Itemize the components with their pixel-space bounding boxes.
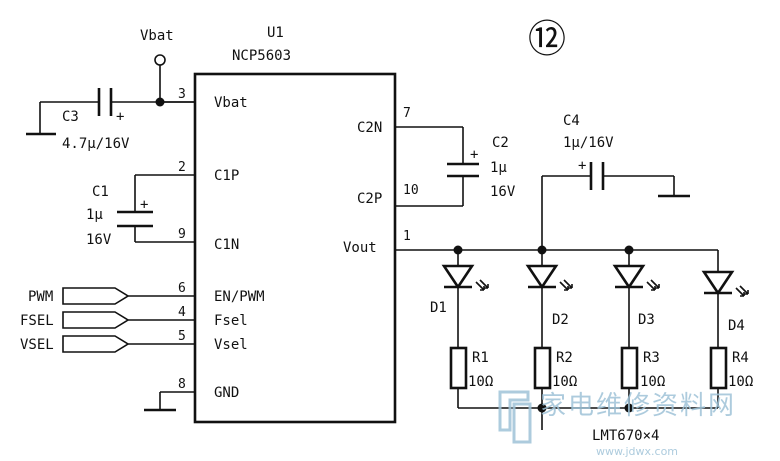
chip-ref: U1 [267, 25, 284, 41]
pin-4-num: 4 [178, 305, 186, 320]
vsel-label: VSEL [20, 337, 54, 353]
c4-value: 1μ/16V [563, 135, 614, 151]
c2-voltage: 16V [490, 184, 516, 200]
pin-1-name: Vout [343, 240, 377, 256]
c3-ref: C3 [62, 109, 79, 125]
c3-value: 4.7μ/16V [62, 136, 130, 152]
pwm-connector [62, 287, 130, 305]
r2-value: 10Ω [552, 374, 577, 390]
led-d3-label: D3 [638, 312, 655, 328]
fsel-connector [62, 311, 130, 329]
pin-3-name: Vbat [214, 95, 248, 111]
watermark-text: 家电维修资料网 [540, 391, 736, 421]
chip-body [193, 72, 397, 424]
c4-plus: + [578, 158, 586, 174]
watermark-url: www.jdwx.com [596, 445, 678, 458]
led-d2-label: D2 [552, 312, 569, 328]
pin-3-num: 3 [178, 87, 186, 102]
c2-value: 1μ [490, 160, 507, 176]
c1-ref: C1 [92, 184, 109, 200]
r1-ref: R1 [472, 350, 489, 366]
led-part-note: LMT670×4 [592, 428, 659, 444]
pin-9-num: 9 [178, 227, 186, 242]
pin-10-num: 10 [403, 183, 419, 198]
led-d4-label: D4 [728, 318, 745, 334]
watermark: 家电维修资料网 www.jdwx.com [498, 390, 736, 458]
pin-6-name: EN/PWM [214, 289, 265, 305]
led-d1-symbol [441, 264, 475, 290]
pin-8-num: 8 [178, 377, 186, 392]
fsel-label: FSEL [20, 313, 54, 329]
resistor-r1 [449, 346, 468, 390]
pwm-label: PWM [28, 289, 53, 305]
pin-9-name: C1N [214, 237, 239, 253]
pin-4-name: Fsel [214, 313, 248, 329]
pin-6-num: 6 [178, 281, 186, 296]
figure-number: ⑫ [528, 17, 566, 61]
watermark-logo-icon [498, 390, 532, 444]
c1-value: 1μ [86, 207, 103, 223]
pin-8-name: GND [214, 385, 239, 401]
pin-2-num: 2 [178, 160, 186, 175]
pin-10-name: C2P [357, 191, 382, 207]
c2-ref: C2 [492, 135, 509, 151]
c2-plus: + [470, 147, 478, 163]
chip-part: NCP5603 [232, 48, 291, 64]
pin-1-num: 1 [403, 229, 411, 244]
vsel-connector [62, 335, 130, 353]
led-d2-symbol [525, 264, 559, 290]
r3-ref: R3 [643, 350, 660, 366]
r1-value: 10Ω [468, 374, 493, 390]
r4-ref: R4 [732, 350, 749, 366]
led-d3-symbol [612, 264, 646, 290]
r3-value: 10Ω [640, 374, 665, 390]
vbat-terminal [154, 54, 166, 66]
pin-7-num: 7 [403, 106, 411, 121]
c4-ref: C4 [563, 113, 580, 129]
pin-7-name: C2N [357, 120, 382, 136]
led-d1-label: D1 [430, 300, 447, 316]
resistor-r4 [709, 346, 728, 390]
supply-label: Vbat [140, 28, 174, 44]
r4-value: 10Ω [728, 374, 753, 390]
pin-5-name: Vsel [214, 337, 248, 353]
r2-ref: R2 [556, 350, 573, 366]
c3-plus: + [116, 109, 124, 125]
c1-plus: + [140, 197, 148, 213]
pin-5-num: 5 [178, 329, 186, 344]
c1-voltage: 16V [86, 232, 112, 248]
pin-2-label: C1P [214, 168, 239, 184]
resistor-r2 [533, 346, 552, 390]
led-d4-symbol [701, 270, 735, 296]
resistor-r3 [620, 346, 639, 390]
